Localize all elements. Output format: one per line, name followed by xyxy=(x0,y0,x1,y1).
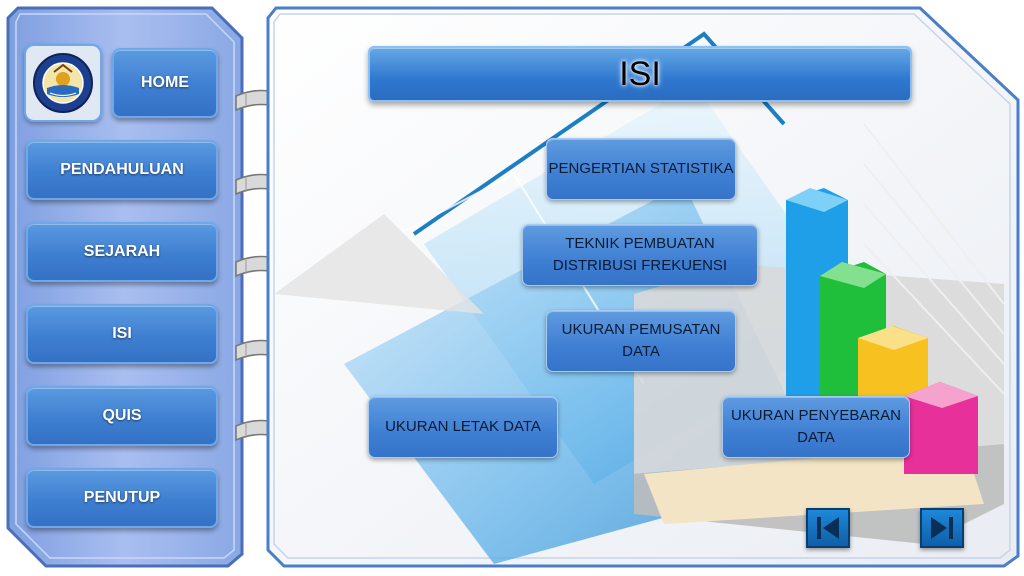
previous-slide-button[interactable] xyxy=(806,508,850,548)
topic-pengertian-statistika-button[interactable]: PENGERTIAN STATISTIKA xyxy=(546,138,736,200)
skip-back-icon xyxy=(817,517,839,539)
university-seal-icon xyxy=(33,53,93,113)
topic-ukuran-penyebaran-data-button[interactable]: UKURAN PENYEBARAN DATA xyxy=(722,396,910,458)
nav-isi-button[interactable]: ISI xyxy=(26,304,218,364)
topic-ukuran-letak-data-button[interactable]: UKURAN LETAK DATA xyxy=(368,396,558,458)
next-slide-button[interactable] xyxy=(920,508,964,548)
nav-pendahuluan-button[interactable]: PENDAHULUAN xyxy=(26,140,218,200)
page-title: ISI xyxy=(368,46,912,102)
skip-forward-icon xyxy=(931,517,953,539)
nav-home-button[interactable]: HOME xyxy=(112,48,218,118)
university-logo xyxy=(24,44,102,122)
topic-teknik-pembuatan-distribusi-button[interactable]: TEKNIK PEMBUATAN DISTRIBUSI FREKUENSI xyxy=(522,224,758,286)
nav-quis-button[interactable]: QUIS xyxy=(26,386,218,446)
topic-ukuran-pemusatan-data-button[interactable]: UKURAN PEMUSATAN DATA xyxy=(546,310,736,372)
nav-sejarah-button[interactable]: SEJARAH xyxy=(26,222,218,282)
nav-penutup-button[interactable]: PENUTUP xyxy=(26,468,218,528)
